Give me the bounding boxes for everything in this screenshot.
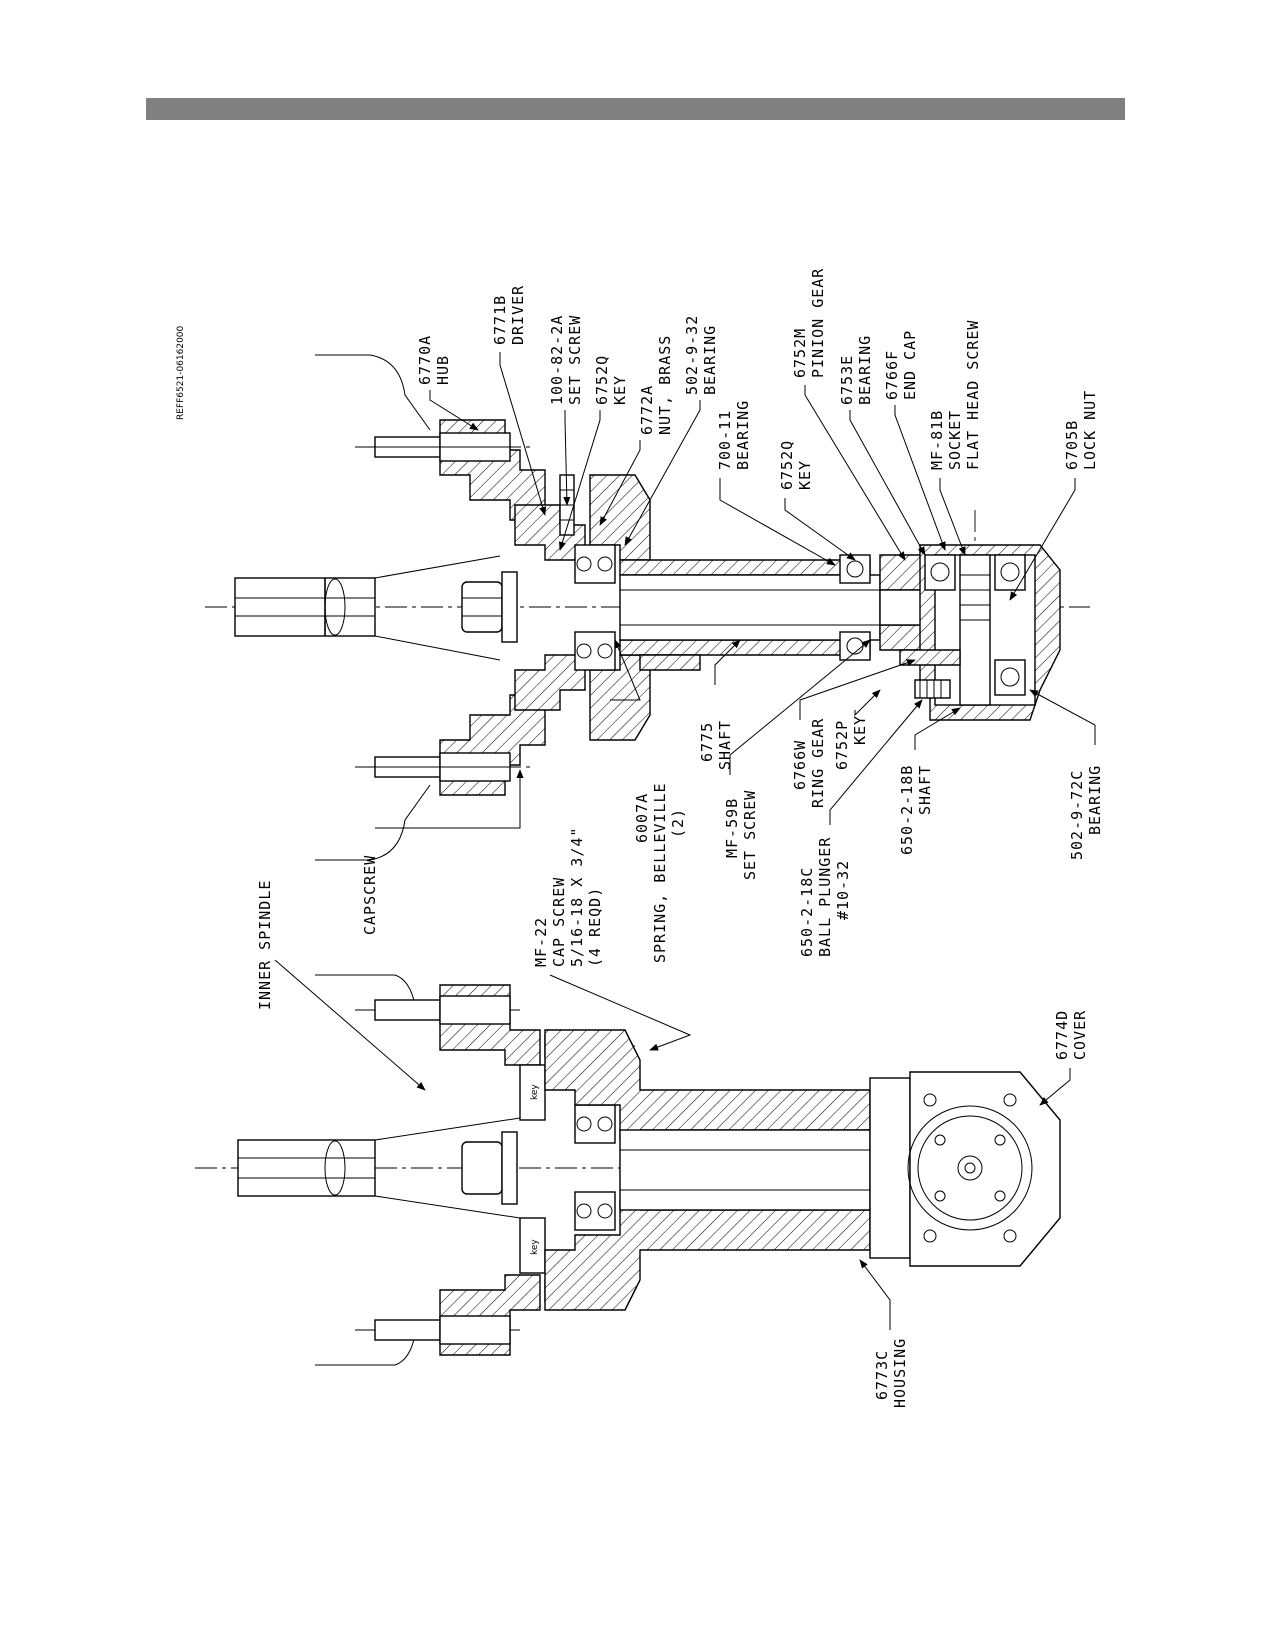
label-pinion-gear-desc: PINION GEAR [809, 268, 827, 378]
label-flat-head-screw-desc2: FLAT HEAD SCREW [964, 320, 982, 470]
label-bearing-502-9-72c-desc: BEARING [1086, 765, 1104, 835]
label-key-6752p-part: 6752P [833, 720, 851, 770]
label-bearing-700-11-part: 700-11 [716, 410, 734, 470]
label-hub-part: 6770A [416, 335, 434, 385]
label-set-screw-100-part: 100-82-2A [548, 315, 566, 405]
upper-assembly [205, 354, 1090, 861]
label-key-6752q-top-part: 6752Q [593, 355, 611, 405]
key-tag-bottom: key [530, 1239, 540, 1255]
label-spring-desc: SPRING, BELLEVILLE [651, 782, 669, 963]
key-tag-top: key [530, 1084, 540, 1100]
label-set-screw-mf59b-desc: SET SCREW [741, 790, 759, 880]
label-bearing-502-9-72c-part: 502-9-72C [1068, 770, 1086, 860]
drawing-reference: REFF6521-06162000 [176, 325, 186, 420]
label-cap-screw-mf22-size: 5/16-18 X 3/4" [568, 827, 586, 967]
label-hub-desc: HUB [434, 355, 452, 385]
label-spring-part: 6007A [633, 793, 651, 843]
label-ring-gear-desc: RING GEAR [809, 718, 827, 808]
label-key-6752q-top-desc: KEY [611, 375, 629, 405]
label-lock-nut-desc: LOCK NUT [1081, 390, 1099, 470]
label-cover-desc: COVER [1071, 1010, 1089, 1060]
label-driver-desc: DRIVER [509, 285, 527, 345]
label-set-screw-mf59b-part: MF-59B [723, 798, 741, 858]
label-bearing-700-11-desc: BEARING [734, 400, 752, 470]
label-driver-part: 6771B [491, 295, 509, 345]
label-shaft-6775-part: 6775 [698, 722, 716, 762]
label-key-6752p-desc: KEY [851, 715, 869, 745]
label-end-cap-part: 6766F [883, 350, 901, 400]
label-ball-plunger-part: 650-2-18C [798, 867, 816, 957]
label-spring-qty: (2) [669, 808, 687, 838]
label-shaft-650-desc: SHAFT [916, 765, 934, 815]
label-nut-brass-part: 6772A [638, 385, 656, 435]
label-key-6752q-mid-part: 6752Q [778, 440, 796, 490]
label-ball-plunger-thread: #10-32 [834, 860, 852, 920]
lower-assembly: key key [195, 974, 1061, 1366]
label-flat-head-screw-desc1: SOCKET [946, 410, 964, 470]
header-bar [146, 98, 1125, 120]
label-cap-screw-mf22-qty: (4 REQD) [586, 887, 604, 967]
label-lock-nut-part: 6705B [1063, 420, 1081, 470]
label-flat-head-screw-part: MF-81B [928, 410, 946, 470]
label-inner-spindle: INNER SPINDLE [256, 880, 274, 1010]
label-ring-gear-part: 6766W [791, 740, 809, 790]
label-shaft-650-part: 650-2-18B [898, 765, 916, 855]
label-pinion-gear-part: 6752M [791, 328, 809, 378]
label-key-6752q-mid-desc: KEY [796, 460, 814, 490]
label-cover-part: 6774D [1053, 1010, 1071, 1060]
label-ball-plunger-desc: BALL PLUNGER [816, 837, 834, 957]
label-bearing-6753e-part: 6753E [838, 355, 856, 405]
label-housing-desc: HOUSING [891, 1338, 909, 1408]
label-end-cap-desc: END CAP [901, 330, 919, 400]
label-shaft-6775-desc: SHAFT [716, 720, 734, 770]
leader-lines [274, 352, 1096, 1330]
label-capscrew: CAPSCREW [361, 855, 379, 935]
label-cap-screw-mf22-part: MF-22 [532, 917, 550, 967]
label-nut-brass-desc: NUT, BRASS [656, 335, 674, 435]
label-bearing-502-9-32-desc: BEARING [701, 325, 719, 395]
label-bearing-502-9-32-part: 502-9-32 [683, 315, 701, 395]
label-cap-screw-mf22-desc: CAP SCREW [550, 877, 568, 967]
callout-labels: 6770A HUB 6771B DRIVER 100-82-2A SET SCR… [256, 268, 1104, 1408]
label-set-screw-100-desc: SET SCREW [566, 315, 584, 405]
label-bearing-6753e-desc: BEARING [856, 335, 874, 405]
label-housing-part: 6773C [873, 1350, 891, 1400]
